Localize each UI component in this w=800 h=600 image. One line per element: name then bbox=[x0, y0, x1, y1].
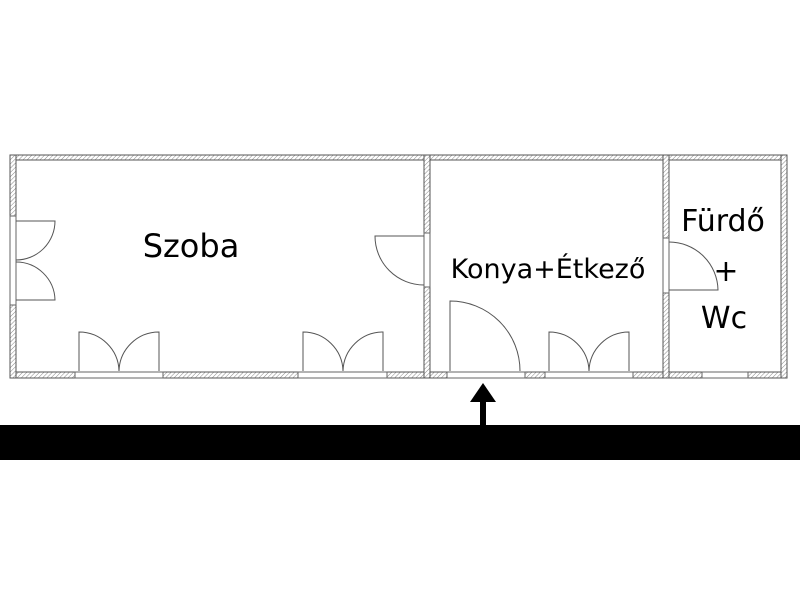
window-szoba-1 bbox=[74, 371, 164, 379]
window-konya bbox=[544, 371, 634, 379]
wall-right bbox=[780, 154, 788, 379]
room-label-plus: + bbox=[713, 254, 738, 289]
window-left-lower-leaf bbox=[15, 261, 56, 301]
door-opening-furdo bbox=[662, 237, 670, 294]
entrance-arrow-icon bbox=[470, 383, 496, 426]
window-furdo bbox=[701, 371, 749, 379]
window-szoba-2-leaves bbox=[302, 331, 384, 372]
window-konya-leaves bbox=[548, 331, 630, 372]
entrance-door-leaf bbox=[449, 300, 521, 372]
room-label-furdo: Fürdő bbox=[681, 204, 765, 239]
room-label-szoba: Szoba bbox=[143, 227, 240, 265]
entrance-opening bbox=[446, 371, 526, 379]
window-szoba-2 bbox=[297, 371, 388, 379]
wall-top bbox=[9, 154, 788, 161]
room-label-konya: Konya+Étkező bbox=[451, 253, 646, 285]
walls bbox=[9, 154, 788, 379]
room-label-wc: Wc bbox=[701, 301, 747, 336]
door-opening-szoba bbox=[423, 232, 431, 288]
window-left bbox=[9, 215, 17, 306]
openings bbox=[9, 215, 749, 379]
street-bar bbox=[0, 425, 800, 460]
door-furdo-leaf bbox=[668, 241, 719, 291]
door-szoba-konya-leaf bbox=[374, 235, 425, 286]
door-swings bbox=[15, 220, 719, 372]
window-left-upper-leaf bbox=[15, 220, 56, 261]
window-szoba-1-leaves bbox=[78, 331, 160, 372]
